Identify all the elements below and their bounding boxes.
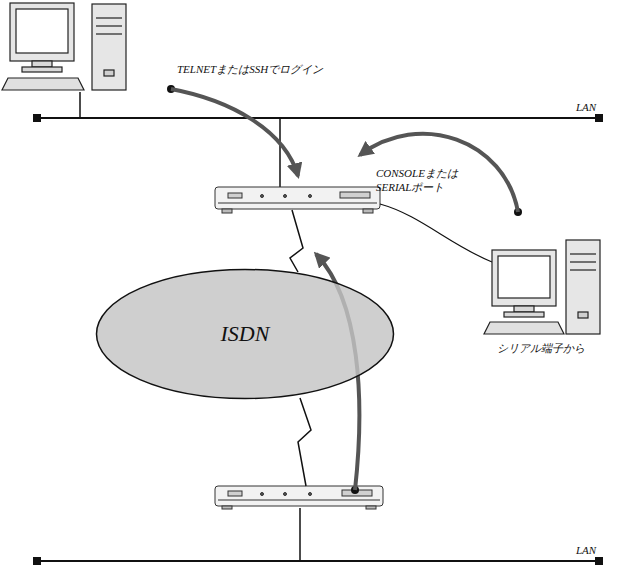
router-icon (215, 486, 383, 509)
network-label: LAN (576, 543, 596, 557)
network-cloud: ISDN (95, 268, 395, 400)
serial-cable (380, 204, 492, 262)
lan-drop (299, 508, 301, 561)
pc-icon (484, 240, 600, 334)
cloud-label: ISDN (221, 321, 270, 347)
port-note: CONSOLEまたは SERIALポート (376, 166, 476, 195)
isdn-line (290, 210, 303, 272)
router-icon (215, 187, 380, 213)
lan-drop (279, 118, 281, 187)
lan-line (33, 114, 603, 565)
isdn-line (298, 398, 311, 486)
login-note: TELNETまたはSSHでログイン (177, 62, 323, 76)
lan-drop (79, 92, 81, 118)
terminal-note: シリアル端子から (497, 341, 585, 355)
pc-icon (2, 3, 126, 90)
network-label: LAN (576, 100, 596, 114)
